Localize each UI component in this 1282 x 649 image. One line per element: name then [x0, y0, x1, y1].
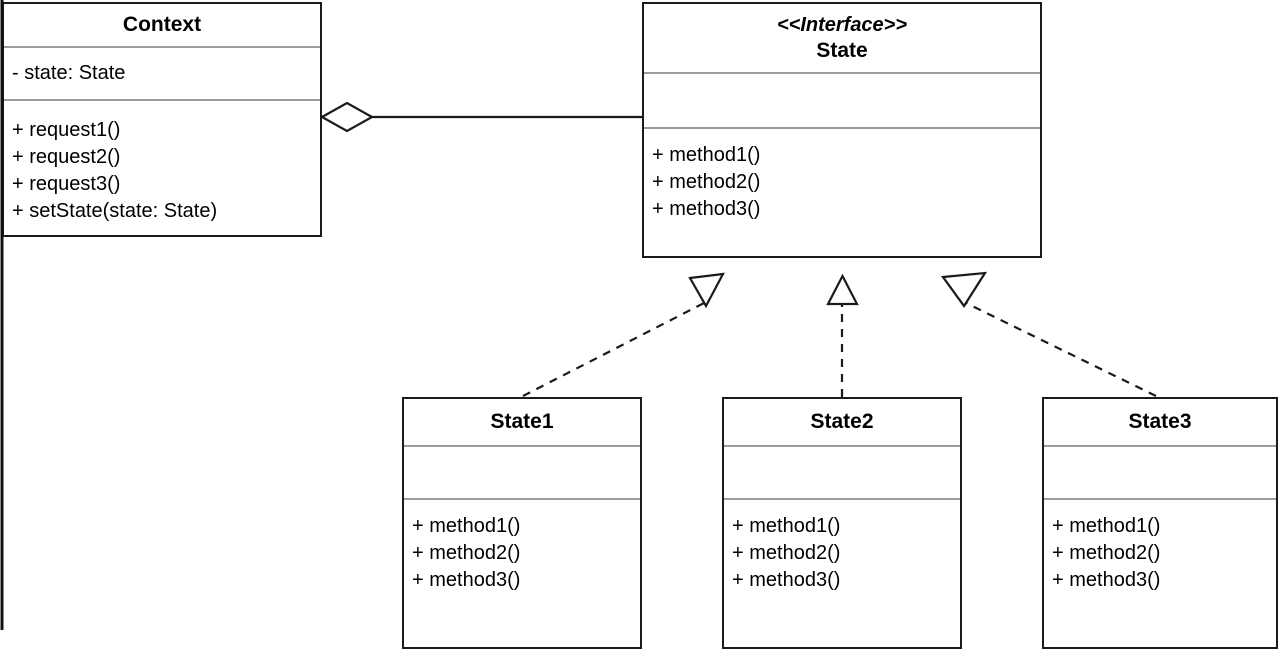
method-line: + method1(): [412, 515, 521, 537]
method-line: + method2(): [1052, 542, 1161, 564]
class-box-context: Context - state: State + request1() + re…: [2, 2, 322, 237]
method-line: + method3(): [412, 569, 521, 591]
interface-title-state: <<Interface>> State: [644, 4, 1040, 72]
class-title-state3: State3: [1044, 399, 1276, 445]
stereotype-label: <<Interface>>: [776, 14, 908, 36]
method-line: + method1(): [732, 515, 841, 537]
aggregation-context-state: [319, 101, 643, 133]
attributes-compartment-state1: [404, 445, 640, 498]
realization-triangle-icon: [688, 272, 725, 309]
aggregation-diamond-icon: [319, 101, 375, 133]
attributes-compartment-context: - state: State: [4, 46, 320, 99]
realization-triangle-icon: [940, 271, 988, 308]
method-line: + method3(): [732, 569, 841, 591]
class-name-label: State1: [490, 410, 554, 433]
methods-compartment-state3: + method1() + method2() + method3(): [1044, 498, 1276, 647]
method-line: + method2(): [732, 542, 841, 564]
attributes-compartment-state3: [1044, 445, 1276, 498]
class-name-label: State3: [1128, 410, 1192, 433]
method-line: + request3(): [12, 173, 121, 195]
attributes-compartment-state: [644, 72, 1040, 127]
method-line: + method3(): [652, 198, 761, 220]
methods-compartment-state2: + method1() + method2() + method3(): [724, 498, 960, 647]
attributes-compartment-state2: [724, 445, 960, 498]
method-line: + method2(): [652, 171, 761, 193]
class-box-state1: State1 + method1() + method2() + method3…: [402, 397, 642, 649]
methods-compartment-state1: + method1() + method2() + method3(): [404, 498, 640, 647]
method-line: + method1(): [652, 144, 761, 166]
class-title-state1: State1: [404, 399, 640, 445]
methods-compartment-state: + method1() + method2() + method3(): [644, 127, 1040, 256]
realization-state2-state: [826, 273, 859, 397]
method-line: + request1(): [12, 119, 121, 141]
realization-state3-state: [940, 271, 1157, 397]
class-title-context: Context: [4, 4, 320, 46]
method-line: + setState(state: State): [12, 200, 218, 222]
method-line: + method2(): [412, 542, 521, 564]
method-line: + method3(): [1052, 569, 1161, 591]
class-title-state2: State2: [724, 399, 960, 445]
realization-triangle-icon: [826, 273, 859, 306]
class-box-state2: State2 + method1() + method2() + method3…: [722, 397, 962, 649]
interface-box-state: <<Interface>> State + method1() + method…: [642, 2, 1042, 258]
class-name-label: State: [816, 39, 868, 62]
methods-compartment-context: + request1() + request2() + request3() +…: [4, 99, 320, 235]
class-name-label: Context: [122, 13, 202, 36]
class-name-label: State2: [810, 410, 874, 433]
realization-state1-state: [522, 272, 725, 397]
method-line: + method1(): [1052, 515, 1161, 537]
class-box-state3: State3 + method1() + method2() + method3…: [1042, 397, 1278, 649]
method-line: + request2(): [12, 146, 121, 168]
attribute-line: - state: State: [12, 62, 126, 84]
